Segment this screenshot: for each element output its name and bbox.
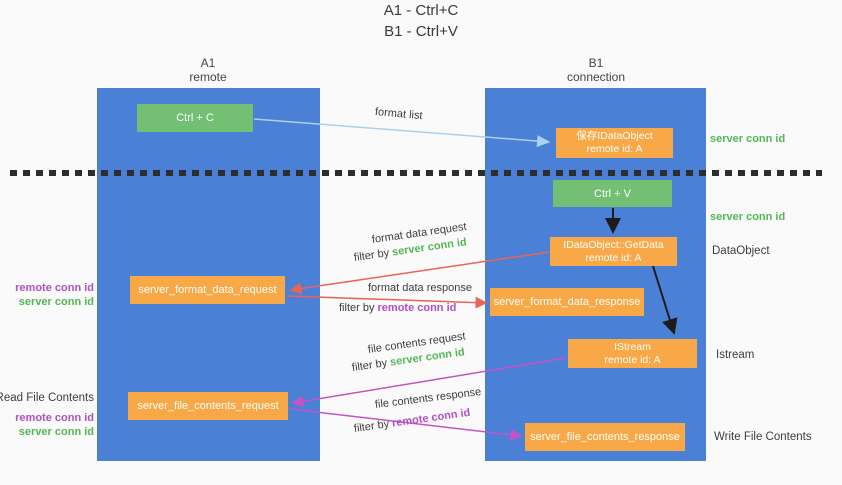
format-list-label: format list — [374, 106, 424, 123]
format-request-node: server_format_data_request — [130, 276, 285, 304]
left-server-conn-id-bottom: server conn id — [18, 426, 94, 438]
filter-by-text: filter by — [353, 417, 393, 435]
right-dataobject-label: DataObject — [712, 245, 770, 257]
column-b1-title: B1 — [588, 56, 604, 70]
left-server-conn-id-top: server conn id — [18, 296, 94, 308]
getdata-line1: IDataObject::GetData — [563, 238, 664, 251]
title-line-2: B1 - Ctrl+V — [384, 23, 458, 40]
machine-boundary-dotted-line — [10, 170, 822, 176]
column-header-a1: A1 remote — [147, 56, 269, 84]
column-header-b1: B1 connection — [535, 56, 657, 84]
save-dataobject-line1: 保存IDataObject — [576, 130, 653, 142]
save-dataobject-line2: remote id: A — [586, 143, 643, 155]
getdata-line2: remote id: A — [585, 251, 642, 264]
format-response-label: server_format_data_response — [493, 296, 641, 308]
istream-line1: IStream — [614, 340, 651, 353]
right-server-conn-id-mid: server conn id — [710, 211, 786, 223]
right-write-file-contents-label: Write File Contents — [714, 431, 812, 443]
filter-by-text: filter by — [339, 302, 378, 314]
left-read-file-contents-label: Read File Contents — [0, 392, 94, 404]
getdata-node: IDataObject::GetData remote id: A — [550, 237, 677, 266]
file-response-node: server_file_contents_response — [525, 423, 685, 451]
diagram-title: A1 - Ctrl+C B1 - Ctrl+V — [0, 0, 842, 42]
left-remote-conn-id-top: remote conn id — [15, 282, 94, 294]
right-istream-label: Istream — [716, 349, 755, 361]
left-remote-conn-id-bottom: remote conn id — [15, 412, 94, 424]
ctrl-c-node: Ctrl + C — [137, 104, 253, 132]
filter-by-text: filter by — [353, 246, 393, 264]
format-request-label: server_format_data_request — [138, 284, 277, 296]
file-response-label: server_file_contents_response — [530, 431, 680, 443]
save-dataobject-node: 保存IDataObject remote id: A — [556, 128, 673, 158]
format-data-response-filter-label: filter by remote conn id — [339, 302, 456, 314]
format-data-response-label: format data response — [368, 282, 472, 294]
left-conn-id-stack-bottom: remote conn id server conn id — [15, 411, 94, 439]
title-line-1: A1 - Ctrl+C — [383, 2, 459, 19]
ctrl-v-label: Ctrl + V — [594, 187, 631, 200]
ctrl-v-node: Ctrl + V — [553, 180, 672, 207]
ctrl-c-label: Ctrl + C — [176, 112, 214, 124]
file-request-label: server_file_contents_request — [137, 400, 279, 412]
column-a1-subtitle: remote — [189, 70, 227, 84]
remote-conn-id-key: remote conn id — [391, 406, 472, 430]
remote-conn-id-key: remote conn id — [377, 302, 457, 314]
file-contents-response-filter-label: filter by remote conn id — [353, 407, 471, 435]
file-request-node: server_file_contents_request — [128, 392, 288, 420]
left-conn-id-stack-top: remote conn id server conn id — [15, 281, 94, 309]
istream-node: IStream remote id: A — [568, 339, 697, 368]
right-server-conn-id-top: server conn id — [710, 133, 786, 145]
filter-by-text: filter by — [351, 356, 391, 374]
column-b1-subtitle: connection — [566, 70, 626, 84]
column-a1-title: A1 — [200, 56, 216, 70]
istream-line2: remote id: A — [604, 353, 661, 366]
format-response-node: server_format_data_response — [490, 288, 644, 316]
